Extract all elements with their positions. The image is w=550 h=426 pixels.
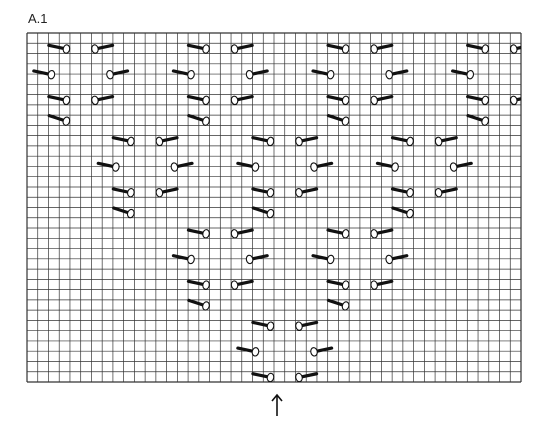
cable-stitch-symbol: [310, 346, 334, 357]
cable-stitch-symbol: [385, 254, 409, 265]
cable-stitch-symbol: [434, 187, 458, 198]
cable-stitch-symbol: [326, 228, 350, 239]
cable-stitch-symbol: [112, 206, 135, 219]
cable-stitch-symbol: [509, 95, 521, 106]
cable-stitch-symbol: [375, 161, 399, 172]
cable-stitch-symbol: [187, 114, 210, 126]
cable-stitch-symbol: [155, 187, 179, 198]
cable-stitch-symbol: [230, 43, 254, 54]
cable-stitch-symbol: [171, 254, 195, 265]
cable-stitch-symbol: [525, 67, 547, 80]
cable-stitch-symbol: [311, 254, 335, 265]
cable-stitch-symbol: [390, 136, 414, 147]
cable-stitch-symbol: [449, 161, 473, 172]
cable-stitch-symbol: [111, 136, 135, 147]
cable-stitch-symbol: [370, 43, 394, 54]
cable-stitch-symbol: [236, 161, 260, 172]
cable-stitch-symbol: [47, 114, 71, 126]
cable-stitch-symbol: [170, 161, 194, 172]
chart-title: A.1: [28, 11, 48, 26]
cable-stitch-symbol: [171, 69, 195, 80]
cable-stitch-symbol: [230, 279, 254, 290]
cable-stitch-symbol: [310, 161, 334, 172]
cable-stitch-symbol: [466, 114, 490, 126]
cable-stitch-symbol: [509, 43, 521, 54]
cable-stitch-symbol: [326, 43, 350, 54]
cable-stitch-symbol: [155, 136, 179, 147]
cable-stitch-symbol: [236, 346, 260, 357]
cable-stitch-symbol: [106, 69, 130, 80]
up-arrow-icon: [271, 393, 283, 416]
cable-stitch-symbol: [186, 43, 210, 54]
cable-stitch-symbol: [245, 254, 269, 265]
cable-stitch-symbol: [111, 187, 135, 198]
cable-stitch-symbol: [326, 114, 350, 126]
cable-stitch-symbol: [251, 136, 275, 147]
cable-stitch-symbol: [251, 206, 275, 219]
cable-stitch-symbol: [434, 136, 458, 147]
cable-stitch-symbol: [391, 206, 414, 219]
cable-stitch-symbol: [451, 69, 475, 80]
cable-stitch-symbol: [370, 95, 394, 106]
cable-stitch-symbol: [466, 43, 490, 54]
cable-stitch-symbol: [230, 95, 254, 106]
grid-lines: [26, 32, 522, 383]
cable-stitch-symbol: [295, 372, 319, 382]
cable-stitch-symbol: [186, 279, 210, 290]
cable-stitch-symbol: [187, 298, 210, 311]
cable-stitch-symbol: [466, 95, 490, 106]
cable-stitch-symbol: [47, 95, 71, 106]
cable-stitch-symbol: [370, 228, 394, 239]
cable-stitch-symbol: [295, 136, 319, 147]
cable-stitch-symbol: [96, 161, 120, 172]
cable-stitch-symbol: [47, 43, 71, 54]
cable-stitch-symbol: [251, 187, 275, 198]
cable-stitch-symbol: [326, 279, 350, 290]
cable-stitch-symbol: [311, 69, 335, 80]
cable-stitch-symbol: [326, 95, 350, 106]
cable-stitch-symbol: [326, 298, 350, 311]
cable-stitch-symbol: [295, 187, 319, 198]
cable-stitch-symbol: [230, 228, 254, 239]
cable-stitch-symbol: [385, 69, 409, 80]
cable-stitch-symbol: [186, 228, 210, 239]
stitch-symbols: [32, 43, 547, 382]
cable-stitch-symbol: [370, 279, 394, 290]
cable-stitch-symbol: [295, 320, 319, 331]
cable-stitch-symbol: [91, 43, 115, 54]
cable-stitch-symbol: [390, 187, 414, 198]
cable-stitch-symbol: [251, 320, 275, 331]
cable-stitch-symbol: [32, 69, 56, 80]
cable-stitch-symbol: [245, 69, 269, 80]
cable-stitch-symbol: [251, 372, 275, 382]
cable-stitch-symbol: [186, 95, 210, 106]
cable-stitch-symbol: [91, 95, 115, 106]
